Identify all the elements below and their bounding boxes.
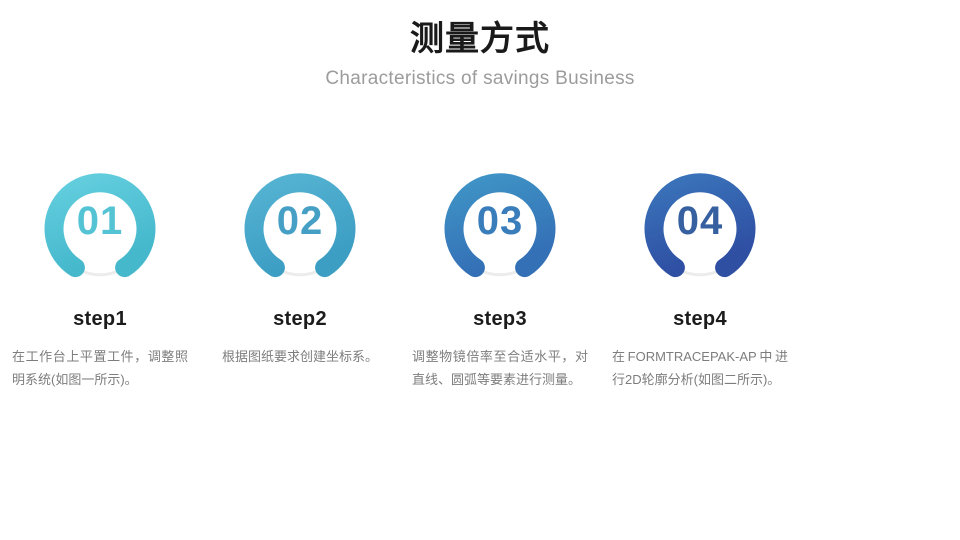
ring-icon xyxy=(44,173,156,278)
step-label-1: step1 xyxy=(73,308,127,330)
ring-number-2: 02 xyxy=(276,198,324,243)
step-label-4: step4 xyxy=(673,308,727,330)
step-label-3: step3 xyxy=(473,308,527,330)
progress-ring-1: 01 xyxy=(30,160,170,290)
page-title: 测量方式 xyxy=(410,20,550,58)
step-item-4[interactable]: 04 step4 在FORMTRACEPAK-AP中进行2D轮廓分析(如图二所示… xyxy=(600,160,800,392)
ring-arc-2 xyxy=(244,173,356,278)
step-item-3[interactable]: 03 step3 调整物镜倍率至合适水平，对直线、圆弧等要素进行测量。 xyxy=(400,160,600,392)
progress-ring-2: 02 xyxy=(230,160,370,290)
progress-ring-3: 03 xyxy=(430,160,570,290)
step-description-1: 在工作台上平置工件，调整照明系统(如图一所示)。 xyxy=(12,349,188,387)
step-description-4: 在FORMTRACEPAK-AP中进行2D轮廓分析(如图二所示)。 xyxy=(612,349,788,387)
steps-row: 01 step1 在工作台上平置工件，调整照明系统(如图一所示)。 02 ste… xyxy=(0,160,960,392)
step-description-3: 调整物镜倍率至合适水平，对直线、圆弧等要素进行测量。 xyxy=(412,349,588,387)
ring-icon xyxy=(444,173,556,278)
ring-number-1: 01 xyxy=(76,198,124,243)
ring-number-3: 03 xyxy=(476,198,524,243)
ring-icon xyxy=(644,173,756,278)
page-subtitle: Characteristics of savings Business xyxy=(325,67,635,89)
ring-icon xyxy=(244,173,356,278)
step-item-2[interactable]: 02 step2 根据图纸要求创建坐标系。 xyxy=(200,160,400,369)
ring-number-4: 04 xyxy=(676,198,724,243)
progress-ring-4: 04 xyxy=(630,160,770,290)
step-description-2: 根据图纸要求创建坐标系。 xyxy=(221,349,378,364)
page-header: 测量方式 Characteristics of savings Business xyxy=(0,18,960,90)
step-item-1[interactable]: 01 step1 在工作台上平置工件，调整照明系统(如图一所示)。 xyxy=(0,160,200,392)
ring-arc-1 xyxy=(44,173,156,278)
ring-arc-4 xyxy=(644,173,756,278)
step-label-2: step2 xyxy=(273,308,327,330)
ring-arc-3 xyxy=(444,173,556,278)
